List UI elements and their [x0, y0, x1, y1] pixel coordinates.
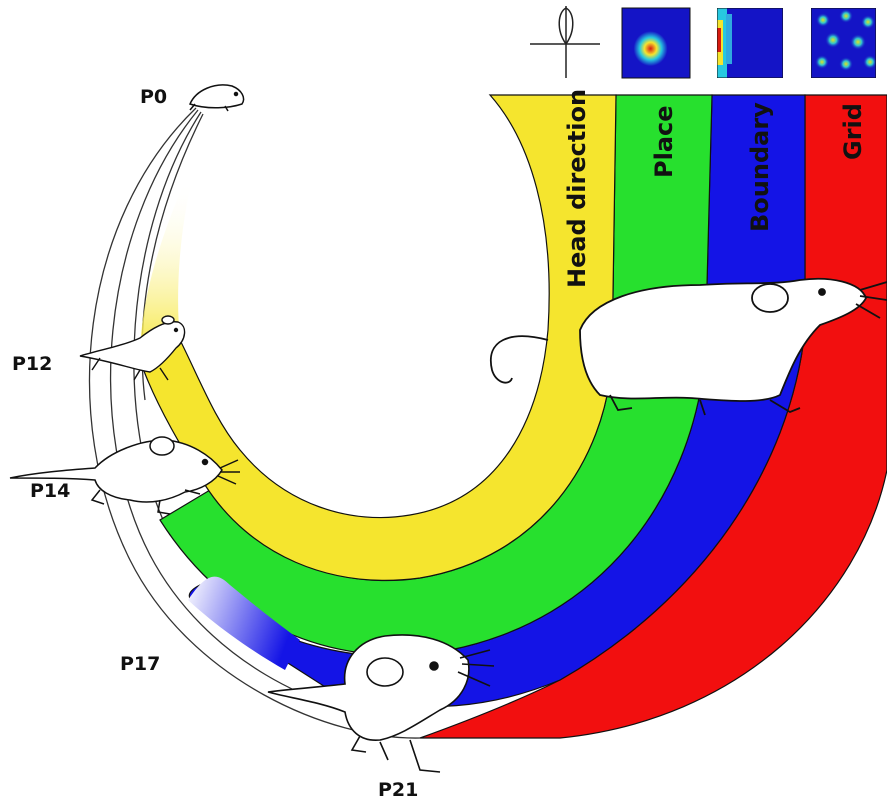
band-head-direction — [139, 94, 617, 581]
band-head-direction-fade — [140, 180, 192, 360]
age-labels: P0 P12 P14 P17 P21 — [12, 86, 418, 801]
place-field-heatmap-icon — [621, 7, 691, 79]
band-label-grid: Grid — [839, 103, 867, 160]
age-label-p17: P17 — [120, 653, 160, 675]
boundary-field-heatmap-icon — [717, 8, 783, 78]
band-label-head-direction: Head direction — [563, 89, 591, 288]
rainbow-bands — [139, 94, 887, 739]
rodent-p0-icon — [188, 84, 245, 112]
head-direction-polar-icon — [530, 6, 600, 78]
band-label-place: Place — [650, 105, 678, 178]
rodent-adult-icon — [489, 277, 887, 416]
grid-field-heatmap-icon — [811, 8, 876, 78]
rodent-p21-icon — [267, 634, 495, 773]
age-label-p14: P14 — [30, 480, 70, 502]
age-label-p12: P12 — [12, 353, 52, 375]
rodent-p14-icon — [9, 436, 240, 515]
age-label-p21: P21 — [378, 779, 418, 801]
band-label-boundary: Boundary — [746, 102, 774, 232]
arc-line-outer — [88, 107, 421, 739]
band-boundary-fade — [188, 576, 300, 670]
rodent-p12-icon — [79, 315, 186, 381]
age-label-p0: P0 — [140, 86, 167, 108]
band-labels: Head direction Place Boundary Grid — [563, 89, 867, 288]
